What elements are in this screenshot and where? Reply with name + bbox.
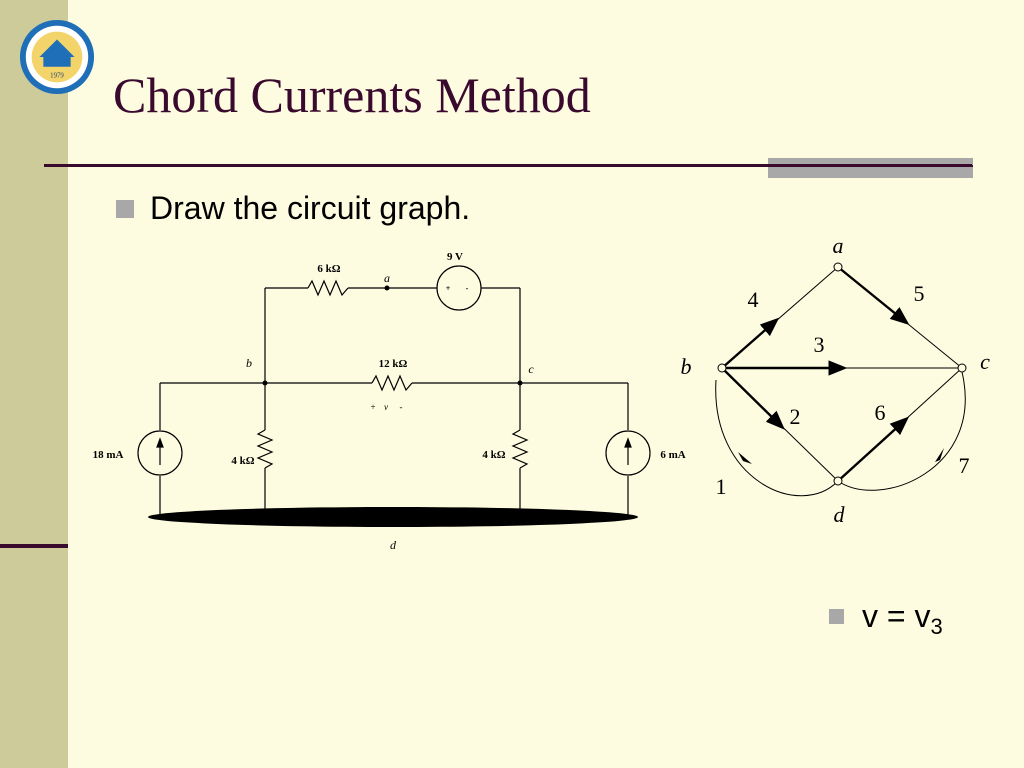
resistor-12k [371,374,413,392]
edge-label-6: 6 [875,400,886,425]
bullet-square-icon [116,199,134,218]
r-left-label: 4 kΩ [231,455,254,467]
graph-label-b: b [681,354,692,379]
voltage-minus: - [466,284,469,293]
r-right-label: 4 kΩ [482,449,505,461]
circuit-node-b: b [246,356,252,370]
bullet-text: Draw the circuit graph. [150,190,471,226]
graph-node-a [833,262,843,272]
edge-7 [837,371,966,491]
edge-1 [715,379,839,497]
arrow-up-icon [156,437,164,448]
university-logo: 1979 [19,19,95,95]
edge-label-5: 5 [914,281,925,306]
v-label: v [384,402,388,412]
equation-subscript: 3 [930,613,943,639]
circuit-node-c: c [528,362,534,376]
resistor-4k-left [256,429,274,469]
arrow-up-icon [624,437,632,448]
ground-node-d [148,507,638,527]
current-source-18ma [137,430,183,476]
bullet-square-icon [829,609,844,624]
resistor-6k [307,279,349,297]
edge-label-4: 4 [748,287,759,312]
edge-label-7: 7 [959,453,970,478]
left-band-rule [0,544,68,548]
circuit-node-d: d [390,538,397,552]
edge-label-3: 3 [814,332,825,357]
node-c-dot [517,380,523,386]
edge-1-arrow-icon [738,452,752,464]
graph-node-b [717,363,727,373]
r-mid-label: 12 kΩ [379,358,408,370]
r-top-label: 6 kΩ [317,263,340,275]
graph-label-d: d [834,502,846,527]
i-right-label: 6 mA [660,449,685,461]
title-rule-accent [768,158,973,178]
left-band [0,0,68,768]
v-minus: - [400,402,403,412]
title-rule-accent-line [768,165,973,167]
title-rule [44,164,972,167]
v-plus: + [370,402,375,412]
circuit-node-a: a [384,271,390,285]
voltage-plus: + [446,284,451,293]
logo-year: 1979 [50,72,64,79]
node-a-dot [384,285,390,291]
graph-label-a: a [833,233,844,258]
current-source-6ma [605,430,651,476]
i-left-label: 18 mA [93,449,124,461]
graph-node-d [833,476,843,486]
edge-7-arrow-icon [935,448,944,462]
bullet-draw-graph: Draw the circuit graph. [116,190,470,227]
page-title: Chord Currents Method [113,67,591,123]
resistor-4k-right [511,429,529,469]
graph-label-c: c [980,349,990,374]
graph-node-c [957,363,967,373]
equation-main: v = v [862,598,931,634]
edge-label-2: 2 [790,404,801,429]
edge-label-1: 1 [716,474,727,499]
voltage-source-label: 9 V [447,251,463,263]
node-b-dot [262,380,268,386]
voltage-source-9v [436,265,482,311]
